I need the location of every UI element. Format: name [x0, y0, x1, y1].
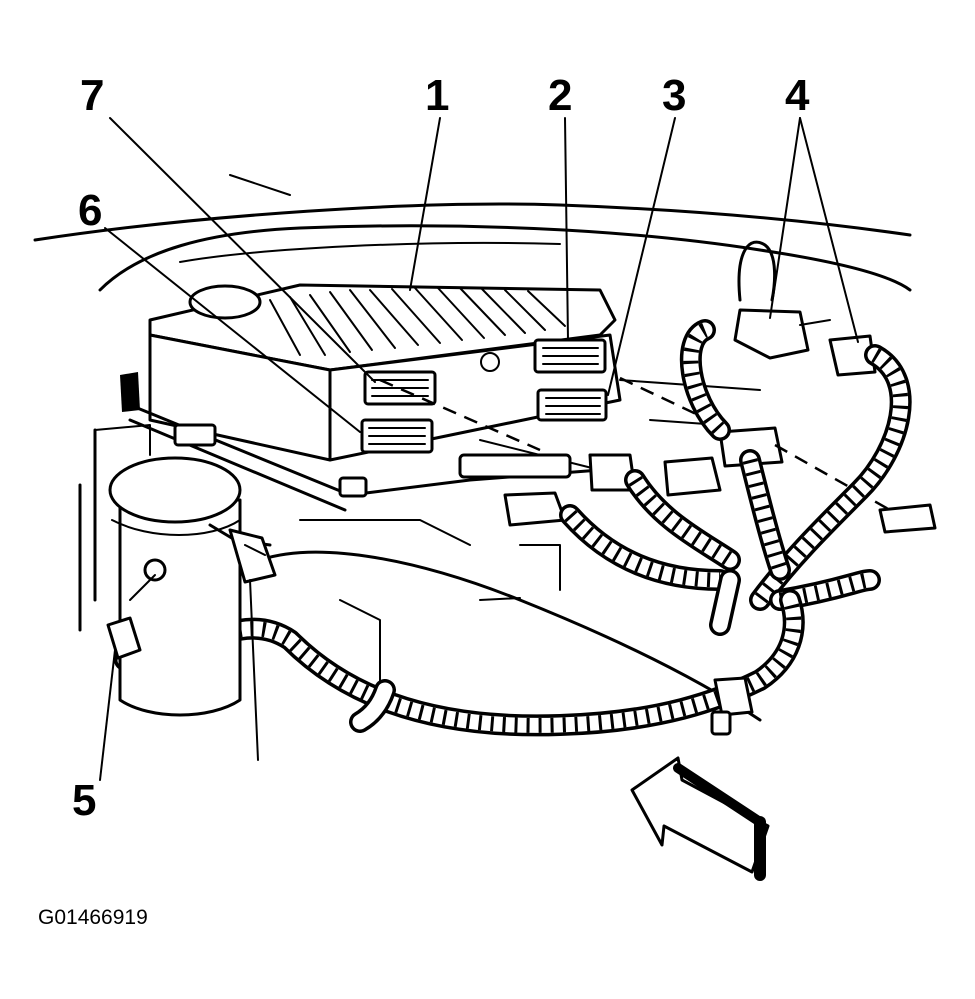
canister-reservoir: [108, 456, 242, 717]
pcm-connector-blue: [536, 388, 608, 422]
powertrain-control-module: [148, 283, 622, 462]
callout-6: 6: [78, 186, 102, 235]
harness-clip: [710, 676, 754, 736]
pcm-heat-sink-fins: [269, 287, 566, 356]
figure-id-label: G01466919: [38, 906, 148, 929]
harness-connectors: [458, 426, 937, 534]
pipe-fitting: [208, 523, 277, 584]
callout-7: 7: [80, 71, 104, 120]
callout-1: 1: [425, 71, 449, 120]
pcm-connector-lower-left: [360, 418, 434, 454]
front-direction-arrow: [630, 756, 770, 881]
sensor-connector: [106, 574, 156, 660]
connector-pair: [733, 240, 877, 377]
leader-lines: [99, 117, 859, 781]
callout-2: 2: [548, 71, 572, 120]
callout-5: 5: [72, 776, 96, 825]
pcm-connector-red: [533, 338, 607, 374]
hood-outline: [33, 174, 912, 292]
callout-4: 4: [785, 71, 810, 120]
callout-3: 3: [662, 71, 686, 120]
